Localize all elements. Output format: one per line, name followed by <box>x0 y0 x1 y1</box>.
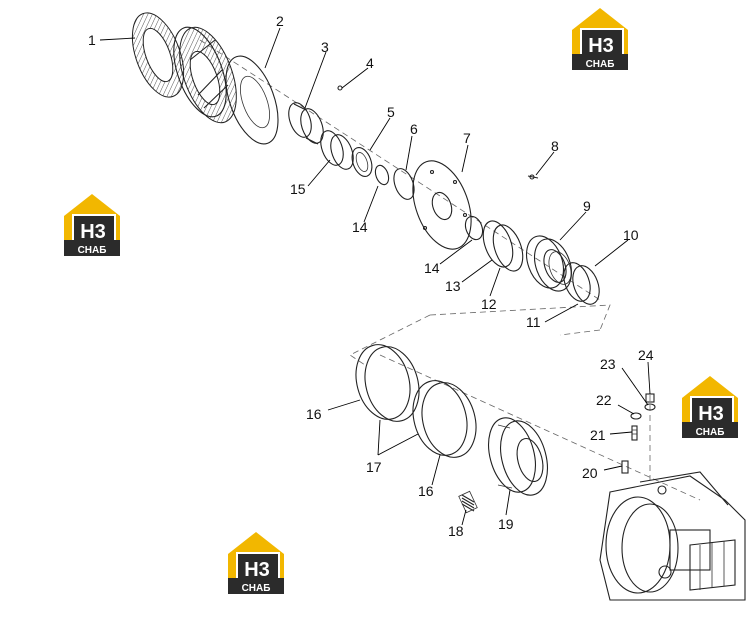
callout-3: 3 <box>321 39 329 55</box>
callout-14-upper: 14 <box>352 219 368 235</box>
part-steel-plate <box>225 55 279 145</box>
part-ring-5 <box>351 147 373 177</box>
part-seals-10-11 <box>563 262 600 305</box>
leader-lines <box>99 27 651 526</box>
part-rings-12-13 <box>482 220 524 272</box>
part-piston-19 <box>488 417 548 496</box>
watermark-logo-left: H3 СНАБ <box>64 194 120 256</box>
callout-4: 4 <box>366 55 374 71</box>
part-fitting-23 <box>644 403 656 411</box>
callout-21: 21 <box>590 427 606 443</box>
part-housing <box>599 471 746 601</box>
callout-1: 1 <box>88 32 96 48</box>
callout-11: 11 <box>526 314 541 330</box>
svg-text:СНАБ: СНАБ <box>586 59 615 70</box>
svg-text:H3: H3 <box>588 35 614 57</box>
part-washer-6 <box>393 168 415 200</box>
callout-12: 12 <box>481 296 497 312</box>
part-seal-15 <box>320 130 354 170</box>
callout-24: 24 <box>638 347 654 363</box>
callout-5: 5 <box>387 104 395 120</box>
part-piston-plate <box>412 160 472 250</box>
svg-text:H3: H3 <box>244 559 270 581</box>
part-o-ring-14-upper <box>374 164 390 186</box>
part-clutch-pack <box>173 26 237 124</box>
part-rings-16-17-lower <box>412 380 477 458</box>
callout-9: 9 <box>583 198 591 214</box>
svg-text:СНАБ: СНАБ <box>78 245 107 256</box>
part-fitting-20 <box>621 460 629 474</box>
callout-18: 18 <box>448 523 464 539</box>
callout-20: 20 <box>582 465 598 481</box>
callout-labels: 1 2 3 4 5 6 7 8 9 10 11 12 13 14 14 15 1… <box>88 13 654 539</box>
callout-8: 8 <box>551 138 559 154</box>
part-o-ring-14-lower <box>464 215 484 241</box>
part-spring-18 <box>458 490 478 514</box>
callout-15: 15 <box>290 181 306 197</box>
callout-16-lower: 16 <box>418 483 434 499</box>
callout-14-lower: 14 <box>424 260 440 276</box>
part-pin <box>337 85 343 91</box>
part-fitting-21 <box>631 425 638 441</box>
callout-10: 10 <box>623 227 639 243</box>
watermark-logo-top-right: H3 СНАБ <box>572 8 628 70</box>
part-friction-disc <box>131 12 185 98</box>
assembly-guides <box>199 39 701 501</box>
callout-13: 13 <box>445 278 461 294</box>
callout-7: 7 <box>463 130 471 146</box>
svg-text:H3: H3 <box>80 221 106 243</box>
watermark-logo-bottom: H3 СНАБ <box>228 532 284 594</box>
part-piston-9 <box>525 235 573 292</box>
part-fitting-22 <box>630 412 642 420</box>
callout-23: 23 <box>600 356 616 372</box>
callout-16-upper: 16 <box>306 406 322 422</box>
callout-22: 22 <box>596 392 612 408</box>
callout-19: 19 <box>498 516 514 532</box>
callout-2: 2 <box>276 13 284 29</box>
callout-6: 6 <box>410 121 418 137</box>
part-bushing <box>288 102 324 145</box>
watermark-logo-right: H3 СНАБ <box>682 376 738 438</box>
svg-text:СНАБ: СНАБ <box>696 427 725 438</box>
part-dowel-8 <box>527 174 539 180</box>
callout-17: 17 <box>366 459 382 475</box>
svg-text:СНАБ: СНАБ <box>242 583 271 594</box>
svg-text:H3: H3 <box>698 403 724 425</box>
part-rings-16-17-upper <box>355 344 420 422</box>
